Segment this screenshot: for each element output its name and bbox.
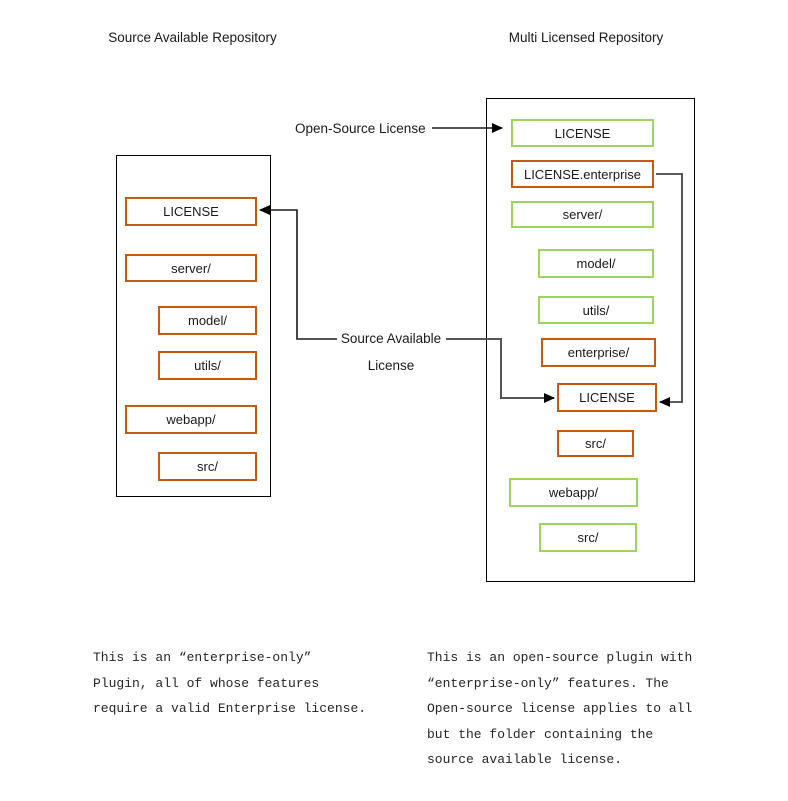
- right-box-src-inner: src/: [557, 430, 634, 457]
- right-box-model: model/: [538, 249, 654, 278]
- left-repo-title: Source Available Repository: [108, 30, 277, 45]
- right-box-server: server/: [511, 201, 654, 228]
- left-box-utils: utils/: [158, 351, 257, 380]
- left-box-license: LICENSE: [125, 197, 257, 226]
- right-box-license-enterprise: LICENSE.enterprise: [511, 160, 654, 188]
- left-box-server: server/: [125, 254, 257, 282]
- right-repo-caption: This is an open-source plugin with “ente…: [427, 650, 693, 767]
- right-box-license-open: LICENSE: [511, 119, 654, 147]
- left-box-model: model/: [158, 306, 257, 335]
- source-available-license-label-line1: Source Available: [340, 331, 442, 346]
- left-box-webapp: webapp/: [125, 405, 257, 434]
- right-box-utils: utils/: [538, 296, 654, 324]
- right-box-webapp: webapp/: [509, 478, 638, 507]
- source-available-license-label-line2: License: [367, 358, 415, 373]
- right-repo-title: Multi Licensed Repository: [508, 30, 664, 45]
- right-box-enterprise-folder: enterprise/: [541, 338, 656, 367]
- open-source-license-label: Open-Source License: [295, 121, 426, 136]
- left-box-src: src/: [158, 452, 257, 481]
- right-box-license-inner: LICENSE: [557, 383, 657, 412]
- right-box-src: src/: [539, 523, 637, 552]
- left-repo-caption: This is an “enterprise-only” Plugin, all…: [93, 650, 367, 716]
